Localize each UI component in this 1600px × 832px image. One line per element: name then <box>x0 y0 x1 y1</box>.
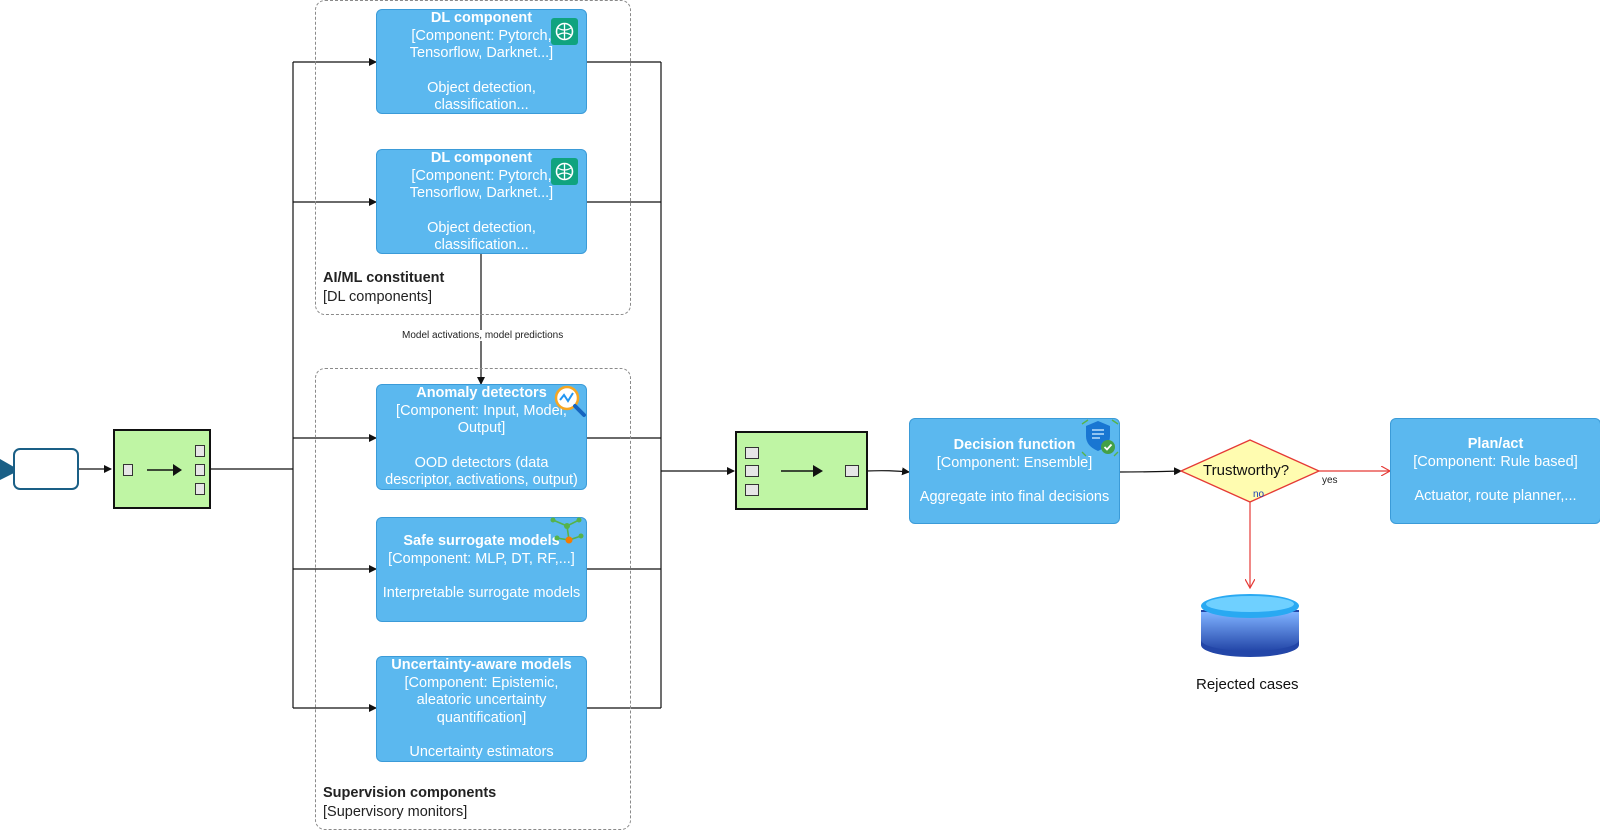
supervision-group-subtitle: [Supervisory monitors] <box>323 804 468 820</box>
safe-surrogate-models[interactable]: Safe surrogate models [Component: MLP, D… <box>376 517 587 622</box>
edge-mux-decision <box>865 467 910 476</box>
arrow-right-icon <box>781 465 823 477</box>
aiml-constituent-group <box>315 0 631 315</box>
camera-icon <box>0 447 80 491</box>
network-nodes-icon <box>549 516 585 550</box>
dl-component-2-title: DL component <box>430 150 533 166</box>
safe-surrogate-models-tech: [Component: MLP, DT, RF,...] <box>388 550 575 567</box>
dl-component-1-desc: Object detection, classification... <box>427 79 536 114</box>
plan-act-title: Plan/act <box>1467 436 1524 452</box>
plan-act-tech: [Component: Rule based] <box>1413 453 1578 470</box>
decision-function[interactable]: Decision function [Component: Ensemble] … <box>909 418 1120 524</box>
activations-edge-label: Model activations, model predictions <box>401 330 565 341</box>
demux-output-port <box>195 483 205 495</box>
anomaly-detectors[interactable]: Anomaly detectors [Component: Input, Mod… <box>376 384 587 490</box>
mux-input-port <box>745 484 759 496</box>
demux-input-port <box>123 464 133 476</box>
dl-component-2-tech: [Component: Pytorch, Tensorflow, Darknet… <box>409 167 554 202</box>
dl-component-1-tech: [Component: Pytorch, Tensorflow, Darknet… <box>409 27 554 62</box>
input-demux-block <box>113 429 211 509</box>
supervision-group-title: Supervision components <box>323 785 497 801</box>
safe-surrogate-models-desc: Interpretable surrogate models <box>382 585 581 601</box>
dl-component-1[interactable]: DL component [Component: Pytorch, Tensor… <box>376 9 587 114</box>
mux-input-port <box>745 447 759 459</box>
uncertainty-aware-models-desc: Uncertainty estimators <box>409 744 554 760</box>
uncertainty-aware-models[interactable]: Uncertainty-aware models [Component: Epi… <box>376 656 587 762</box>
decision-function-desc: Aggregate into final decisions <box>919 489 1110 505</box>
aiml-group-subtitle: [DL components] <box>323 289 433 305</box>
output-mux-block <box>735 431 868 510</box>
demux-output-port <box>195 464 205 476</box>
mux-output-port <box>845 465 859 477</box>
decision-function-title: Decision function <box>953 437 1076 453</box>
database-icon <box>1201 594 1299 657</box>
anomaly-detectors-tech: [Component: Input, Model, Output] <box>396 402 567 437</box>
anomaly-detectors-title: Anomaly detectors <box>416 385 547 401</box>
decision-function-tech: [Component: Ensemble] <box>936 454 1093 471</box>
mux-input-port <box>745 465 759 477</box>
supervision-components-group <box>315 368 631 830</box>
aiml-group-title: AI/ML constituent <box>323 270 445 286</box>
plan-act-desc: Actuator, route planner,... <box>1414 488 1577 504</box>
uncertainty-aware-models-tech: [Component: Epistemic, aleatoric uncerta… <box>404 674 559 726</box>
anomaly-detectors-desc: OOD detectors (data descriptor, activati… <box>385 454 578 489</box>
no-label: no <box>1253 489 1265 500</box>
arrow-right-icon <box>147 464 182 476</box>
rejected-cases-label: Rejected cases <box>1196 676 1299 693</box>
uncertainty-aware-models-title: Uncertainty-aware models <box>391 657 572 673</box>
dl-component-1-title: DL component <box>430 10 533 26</box>
dl-component-2-desc: Object detection, classification... <box>427 219 536 254</box>
edge-decision-gate <box>1118 467 1182 476</box>
demux-output-port <box>195 445 205 457</box>
trustworthy-gate: Trustworthy? <box>1203 462 1290 479</box>
brain-chip-icon <box>551 18 578 45</box>
magnifier-chart-icon <box>553 384 587 418</box>
safe-surrogate-models-title: Safe surrogate models <box>403 533 560 549</box>
brain-chip-icon <box>551 158 578 185</box>
yes-label: yes <box>1322 475 1338 486</box>
plan-act[interactable]: Plan/act [Component: Rule based] Actuato… <box>1390 418 1600 524</box>
shield-check-icon <box>1080 418 1120 458</box>
trustworthy-gate-shape <box>1179 439 1321 503</box>
